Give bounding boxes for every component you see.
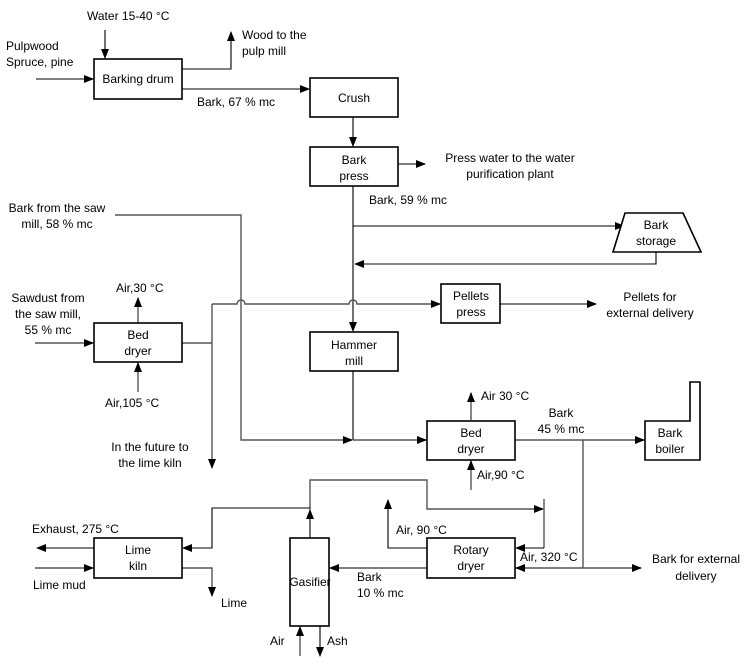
label-pellets-delivery-2: external delivery bbox=[606, 306, 693, 320]
unit-gasifier: Gasifier bbox=[289, 537, 331, 627]
unit-pellets-press: Pellets press bbox=[440, 283, 501, 324]
unit-barking-drum: Barking drum bbox=[93, 58, 183, 100]
label-sawdust-3: 55 % mc bbox=[25, 323, 72, 337]
bed-dryer-right-label-1: Bed bbox=[460, 426, 481, 440]
label-bark-sawmill-2: mill, 58 % mc bbox=[21, 217, 92, 231]
rotary-dryer-label-2: dryer bbox=[457, 559, 484, 573]
arrow-gas-to-lime-kiln bbox=[182, 507, 310, 552]
label-bark-sawmill-1: Bark from the saw bbox=[9, 201, 106, 215]
label-wood-to-pulp-1: Wood to the bbox=[242, 28, 307, 42]
label-future-lime-2: the lime kiln bbox=[118, 456, 181, 470]
label-bark-67: Bark, 67 % mc bbox=[197, 95, 275, 109]
label-ash: Ash bbox=[327, 634, 348, 648]
unit-bark-storage: Bark storage bbox=[611, 212, 703, 253]
label-press-water-1: Press water to the water bbox=[445, 151, 574, 165]
label-bark-10-1: Bark bbox=[357, 570, 383, 584]
label-air-320: Air, 320 °C bbox=[520, 550, 578, 564]
bed-dryer-right-label-2: dryer bbox=[457, 442, 484, 456]
arrow-lime-out bbox=[182, 567, 216, 597]
label-pulpwood-1: Pulpwood bbox=[6, 39, 59, 53]
label-lime-mud: Lime mud bbox=[33, 578, 86, 592]
arrow-air90-rotary-out bbox=[384, 499, 427, 549]
lime-kiln-label-2: kiln bbox=[129, 559, 147, 573]
bark-storage-label-1: Bark bbox=[644, 218, 670, 232]
label-bark-45-2: 45 % mc bbox=[538, 422, 585, 436]
label-future-lime-1: In the future to bbox=[111, 440, 189, 454]
unit-crush: Crush bbox=[309, 77, 399, 118]
label-air-gasifier: Air bbox=[270, 634, 285, 648]
arrow-wood-to-pulp bbox=[182, 31, 235, 70]
label-air-30-right: Air 30 °C bbox=[481, 389, 529, 403]
rotary-dryer-label-1: Rotary bbox=[453, 543, 488, 557]
label-bark-external-2: delivery bbox=[675, 569, 716, 583]
arrow-from-storage bbox=[354, 252, 657, 268]
label-water: Water 15-40 °C bbox=[87, 9, 170, 23]
label-bark-59: Bark, 59 % mc bbox=[369, 193, 447, 207]
label-sawdust-2: the saw mill, bbox=[15, 307, 81, 321]
label-exhaust: Exhaust, 275 °C bbox=[32, 522, 119, 536]
bark-press-label-1: Bark bbox=[342, 153, 368, 167]
crush-label: Crush bbox=[338, 91, 370, 105]
unit-bark-boiler: Bark boiler bbox=[644, 381, 701, 461]
barking-drum-label: Barking drum bbox=[102, 72, 173, 86]
arrow-sawmill-bark bbox=[115, 214, 353, 444]
hammer-mill-label-2: mill bbox=[345, 354, 363, 368]
unit-rotary-dryer: Rotary dryer bbox=[426, 537, 516, 579]
unit-bed-dryer-right: Bed dryer bbox=[426, 420, 516, 461]
label-air-90-rotary: Air, 90 °C bbox=[396, 523, 447, 537]
stream-labels: Water 15-40 °C Pulpwood Spruce, pine Woo… bbox=[6, 9, 740, 648]
gasifier-label: Gasifier bbox=[289, 575, 330, 589]
label-air-90-bed: Air,90 °C bbox=[477, 468, 525, 482]
bark-storage-label-2: storage bbox=[636, 234, 676, 248]
label-pellets-delivery-1: Pellets for bbox=[623, 290, 676, 304]
label-sawdust-1: Sawdust from bbox=[11, 291, 84, 305]
label-wood-to-pulp-2: pulp mill bbox=[242, 44, 286, 58]
bark-boiler-label-1: Bark bbox=[658, 426, 684, 440]
bark-boiler-label-2: boiler bbox=[655, 442, 684, 456]
label-air-30-left: Air,30 °C bbox=[116, 281, 164, 295]
label-bark-10-2: 10 % mc bbox=[357, 586, 404, 600]
label-pulpwood-2: Spruce, pine bbox=[6, 55, 74, 69]
connectors bbox=[35, 30, 657, 657]
bed-dryer-left-label-2: dryer bbox=[124, 344, 151, 358]
arrow-to-pellets bbox=[212, 299, 441, 308]
pellets-press-label-1: Pellets bbox=[453, 289, 489, 303]
arrow-gas-to-rotary bbox=[309, 479, 544, 513]
label-bark-external-1: Bark for external bbox=[652, 552, 740, 566]
unit-lime-kiln: Lime kiln bbox=[93, 537, 183, 579]
label-air-105: Air,105 °C bbox=[105, 396, 159, 410]
label-lime: Lime bbox=[221, 596, 247, 610]
pellets-press-label-2: press bbox=[456, 305, 485, 319]
unit-bark-press: Bark press bbox=[309, 146, 399, 187]
unit-bed-dryer-left: Bed dryer bbox=[93, 322, 183, 363]
label-press-water-2: purification plant bbox=[466, 167, 554, 181]
bed-dryer-left-label-1: Bed bbox=[127, 328, 148, 342]
hammer-mill-label-1: Hammer bbox=[331, 338, 377, 352]
lime-kiln-label-1: Lime bbox=[125, 543, 151, 557]
bark-press-label-2: press bbox=[339, 169, 368, 183]
unit-hammer-mill: Hammer mill bbox=[309, 331, 399, 372]
label-bark-45-1: Bark bbox=[549, 406, 575, 420]
